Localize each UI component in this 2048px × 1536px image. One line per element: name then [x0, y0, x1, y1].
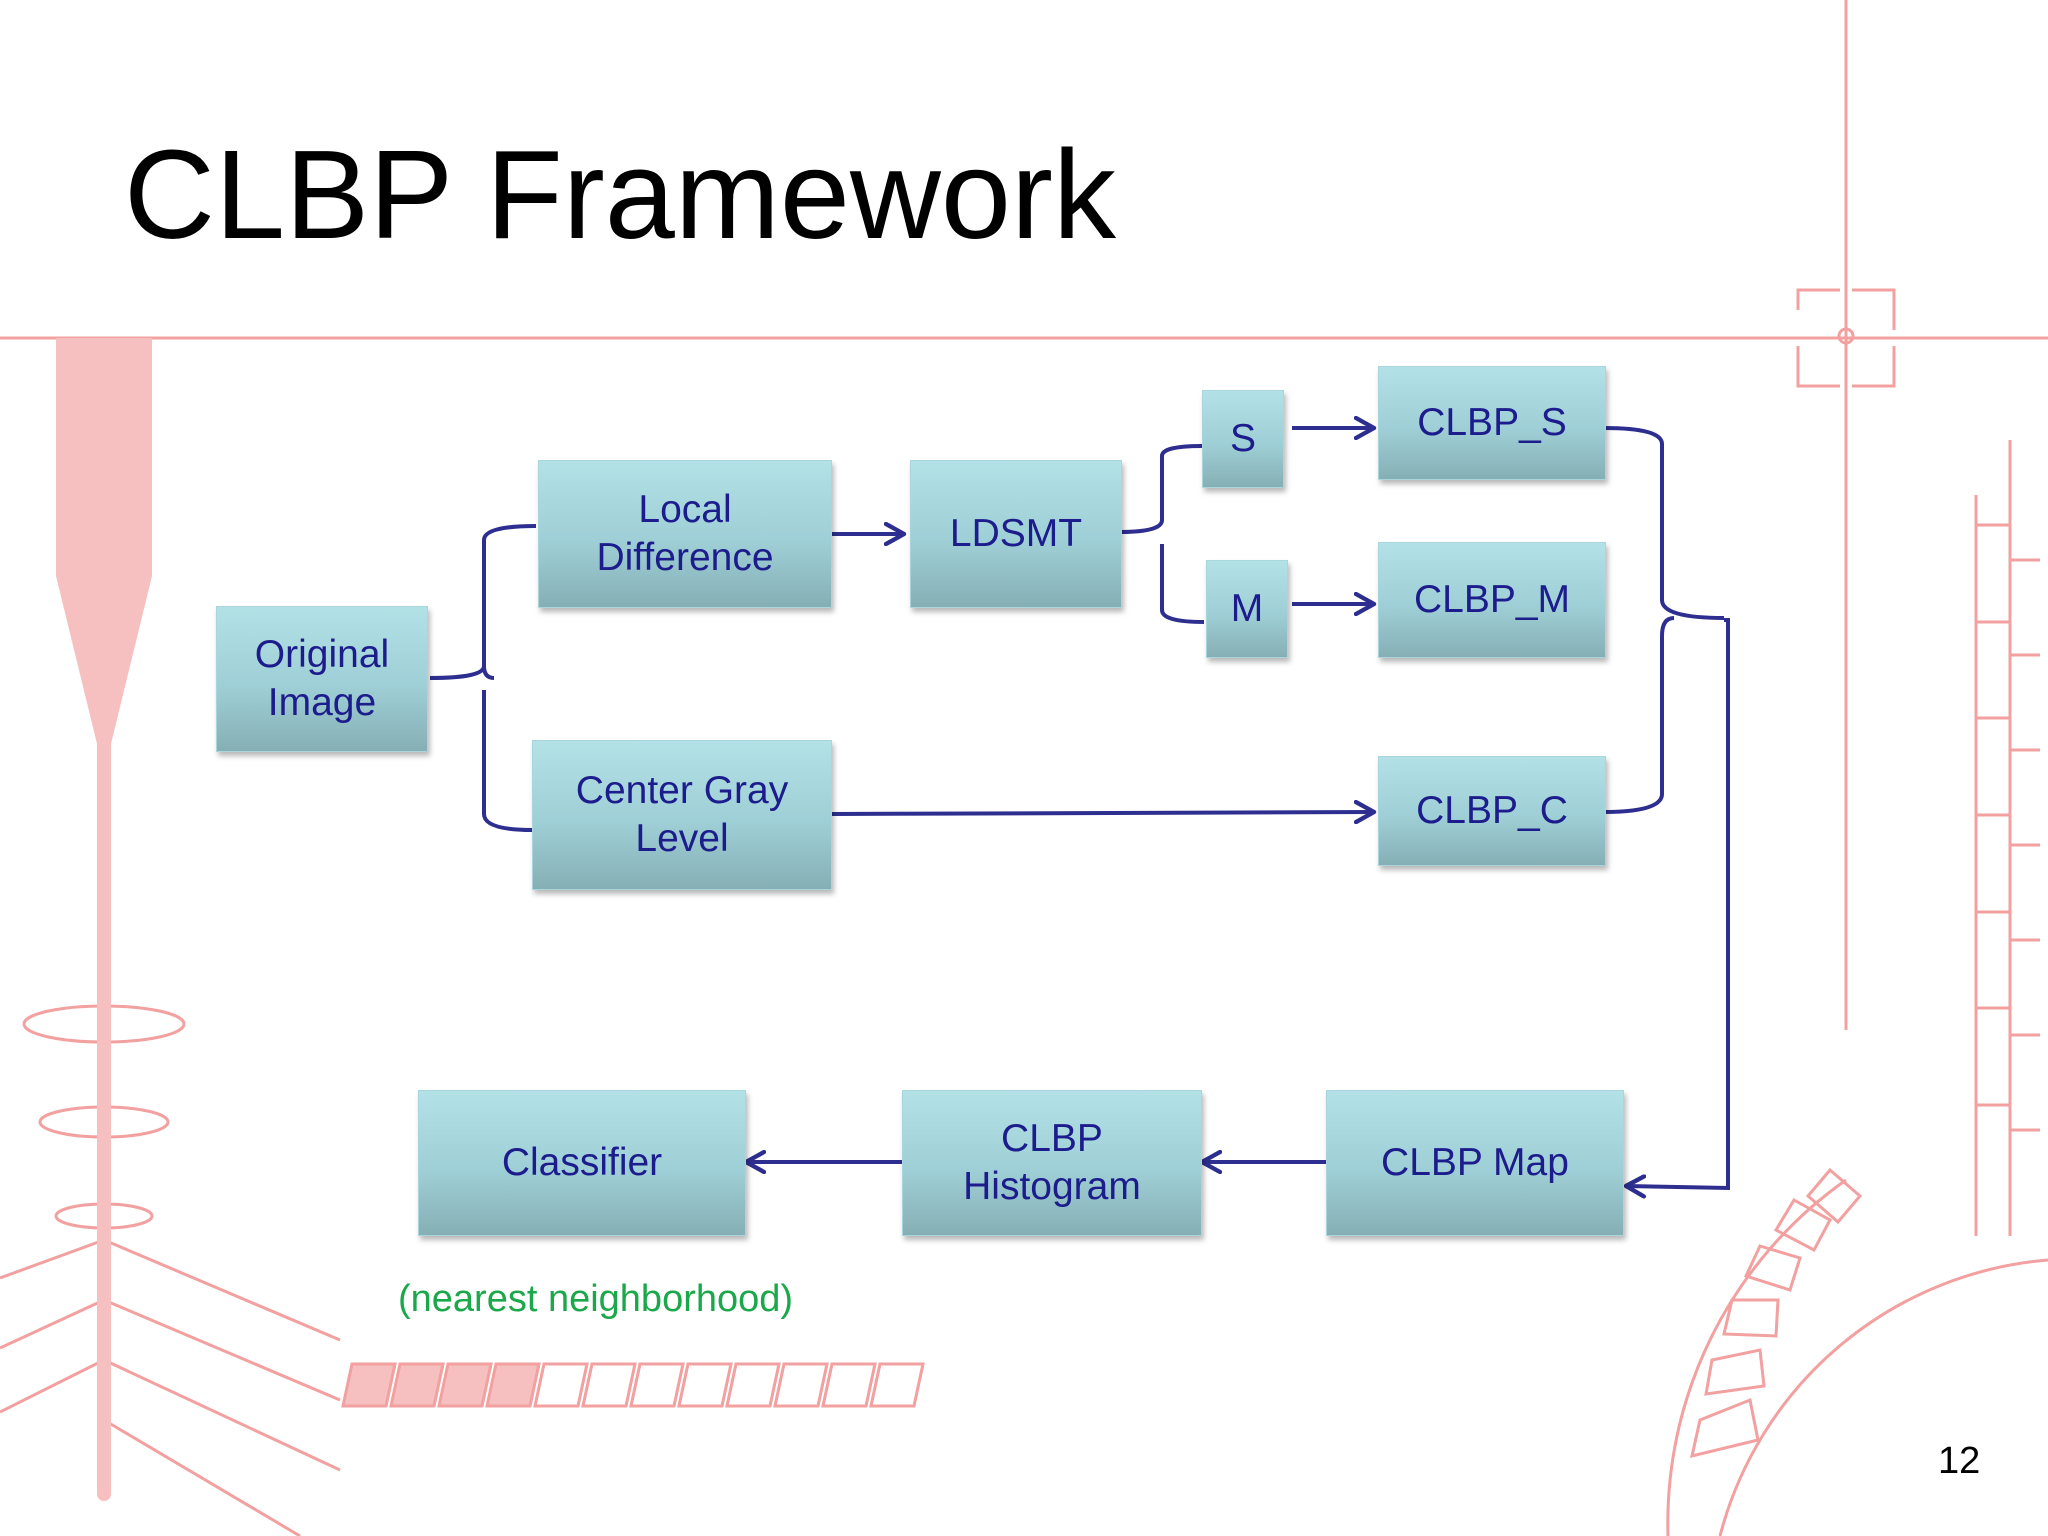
- box-local-difference-label: Local Difference: [596, 488, 774, 579]
- box-s-label: S: [1229, 417, 1256, 460]
- box-clbp-c-label: CLBP_C: [1416, 789, 1568, 832]
- box-ldsmt: LDSMT: [910, 460, 1122, 608]
- box-clbp-m: CLBP_M: [1378, 542, 1606, 658]
- box-center-gray-level-label: Center Gray Level: [575, 769, 789, 860]
- page-number: 12: [1938, 1440, 1981, 1482]
- brace-ldsmt: [1119, 444, 1205, 624]
- brace-original-image: [429, 524, 537, 832]
- box-m: M: [1206, 560, 1288, 658]
- arrow-center-gray-to-clbp-c: [831, 812, 1374, 814]
- box-ldsmt-label: LDSMT: [949, 512, 1083, 555]
- box-clbp-map-label: CLBP Map: [1381, 1141, 1569, 1184]
- box-clbp-s: CLBP_S: [1378, 366, 1606, 480]
- box-center-gray-level: Center Gray Level: [532, 740, 832, 890]
- box-clbp-histogram: CLBP Histogram: [902, 1090, 1202, 1236]
- box-clbp-c: CLBP_C: [1378, 756, 1606, 866]
- box-original-image-label: Original Image: [254, 633, 390, 724]
- box-original-image: Original Image: [216, 606, 428, 752]
- box-clbp-m-label: CLBP_M: [1413, 578, 1571, 621]
- box-s: S: [1202, 390, 1284, 488]
- box-clbp-map: CLBP Map: [1326, 1090, 1624, 1236]
- slide-title: CLBP Framework: [124, 124, 1116, 265]
- arrow-to-clbp-map: [1626, 618, 1730, 1188]
- progress-squares: [341, 1362, 925, 1408]
- box-m-label: M: [1230, 587, 1264, 630]
- box-classifier: Classifier: [418, 1090, 746, 1236]
- box-clbp-histogram-label: CLBP Histogram: [963, 1117, 1141, 1208]
- box-classifier-label: Classifier: [501, 1141, 663, 1184]
- classifier-note: (nearest neighborhood): [398, 1278, 794, 1320]
- brace-clbp-outputs: [1603, 426, 1725, 814]
- box-clbp-s-label: CLBP_S: [1417, 401, 1567, 444]
- box-local-difference: Local Difference: [538, 460, 832, 608]
